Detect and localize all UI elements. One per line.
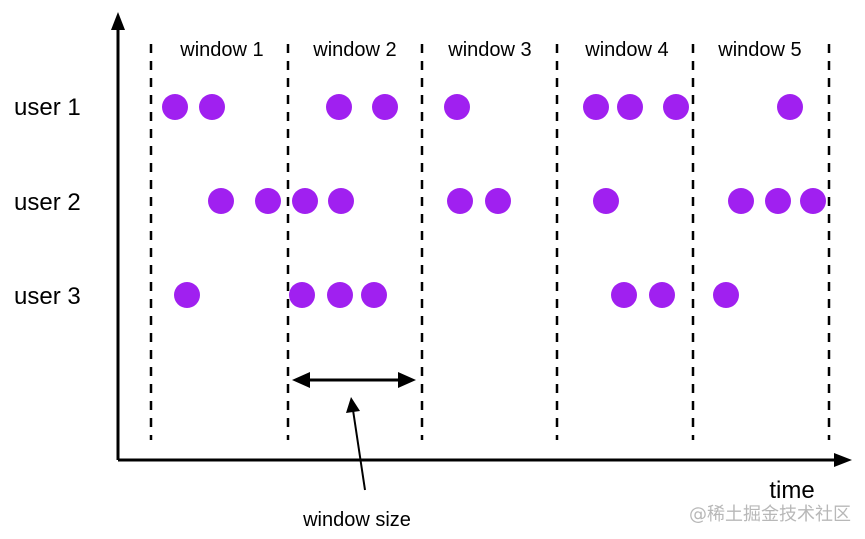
event-dot — [485, 188, 511, 214]
event-dot — [174, 282, 200, 308]
event-dot — [328, 188, 354, 214]
event-dot — [713, 282, 739, 308]
window-label-2: window 2 — [312, 39, 396, 61]
event-dot — [800, 188, 826, 214]
event-dot — [777, 94, 803, 120]
events-user-2 — [208, 188, 826, 214]
event-dot — [728, 188, 754, 214]
event-dot — [361, 282, 387, 308]
window-label-3: window 3 — [447, 39, 531, 61]
event-dot — [617, 94, 643, 120]
event-dot — [611, 282, 637, 308]
window-label-5: window 5 — [717, 39, 801, 61]
event-dot — [444, 94, 470, 120]
event-dot — [583, 94, 609, 120]
event-dot — [765, 188, 791, 214]
event-dot — [372, 94, 398, 120]
window-size-pointer-arrowhead — [346, 397, 360, 413]
user-labels: user 1 user 2 user 3 — [14, 94, 81, 310]
events-user-3 — [174, 282, 739, 308]
window-size-pointer-line — [352, 409, 366, 491]
event-dot — [208, 188, 234, 214]
events-user-1 — [162, 94, 803, 120]
event-dot — [327, 282, 353, 308]
event-dot — [292, 188, 318, 214]
user-label-1: user 1 — [14, 94, 81, 121]
watermark-text: @稀土掘金技术社区 — [689, 504, 851, 525]
window-label-1: window 1 — [179, 39, 263, 61]
event-dot — [162, 94, 188, 120]
event-dot — [593, 188, 619, 214]
time-axis-label: time — [769, 477, 814, 504]
x-axis-arrowhead — [834, 453, 852, 467]
window-size-indicator: window size — [292, 372, 416, 531]
window-size-label: window size — [302, 509, 411, 531]
event-dot — [326, 94, 352, 120]
event-dot — [663, 94, 689, 120]
window-boundaries — [149, 44, 831, 440]
user-label-3: user 3 — [14, 283, 81, 310]
window-size-arrowhead-left — [292, 372, 310, 388]
event-dot — [649, 282, 675, 308]
axes — [111, 12, 852, 467]
event-dot — [289, 282, 315, 308]
event-dot — [447, 188, 473, 214]
window-label-4: window 4 — [584, 39, 668, 61]
event-dot — [255, 188, 281, 214]
y-axis-arrowhead — [111, 12, 125, 30]
user-label-2: user 2 — [14, 189, 81, 216]
window-labels: window 1 window 2 window 3 window 4 wind… — [179, 39, 801, 61]
window-size-arrowhead-right — [398, 372, 416, 388]
event-dot — [199, 94, 225, 120]
